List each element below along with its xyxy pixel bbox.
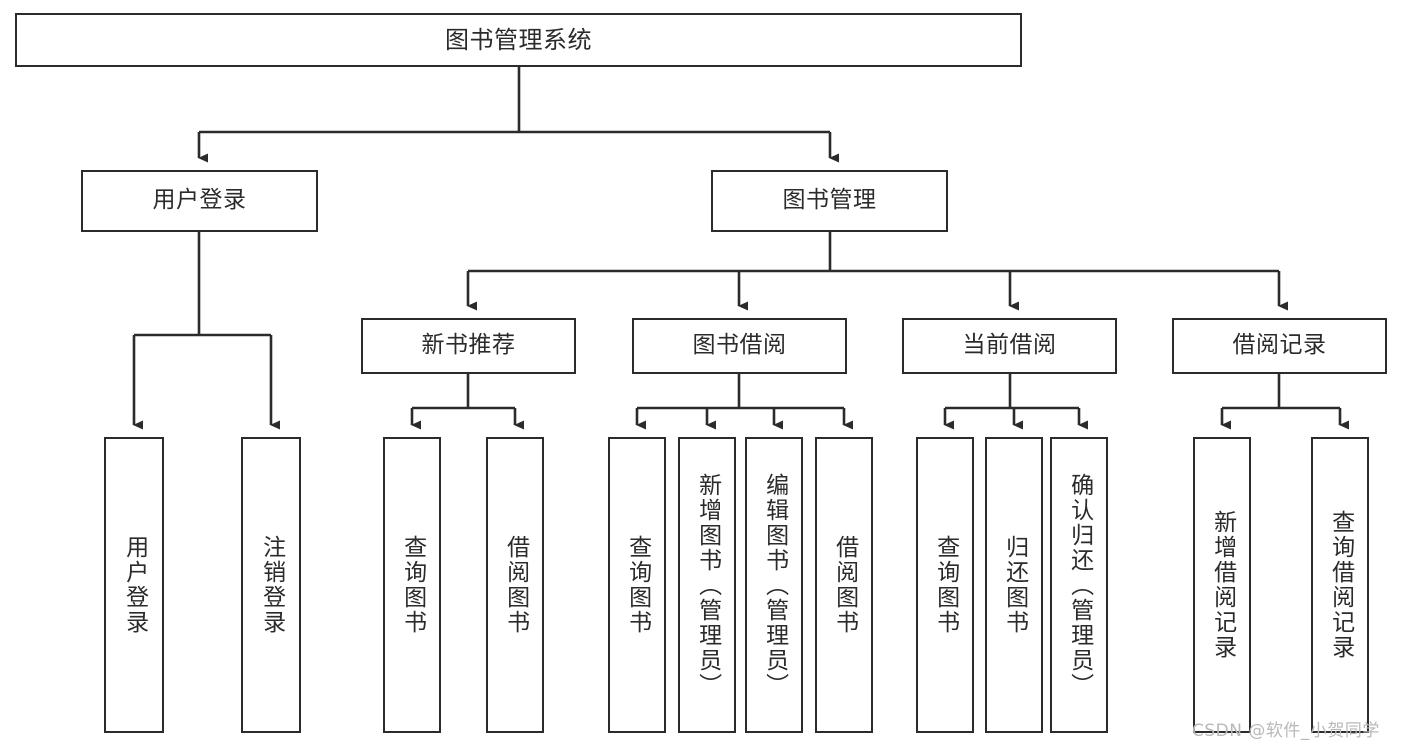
node-label: 图书管理 — [782, 187, 877, 214]
node-label: 归还图书 — [1001, 535, 1028, 635]
node-label: 查询图书 — [932, 535, 959, 635]
node-leaf-query-book-3[interactable]: 查询图书 — [916, 437, 974, 733]
node-leaf-query-book-1[interactable]: 查询图书 — [383, 437, 441, 733]
node-leaf-add-book[interactable]: 新增图书（管理员） — [678, 437, 736, 733]
node-label: 图书管理系统 — [445, 25, 592, 54]
node-label: 编辑图书（管理员） — [761, 472, 788, 698]
node-label: 查询借阅记录 — [1327, 510, 1354, 660]
node-label: 确认归还（管理员） — [1066, 472, 1093, 698]
node-label: 注销登录 — [258, 535, 285, 635]
node-label: 借阅图书 — [831, 535, 858, 635]
node-leaf-confirm-return[interactable]: 确认归还（管理员） — [1050, 437, 1108, 733]
node-leaf-query-record[interactable]: 查询借阅记录 — [1311, 437, 1369, 733]
node-root-library-management-system[interactable]: 图书管理系统 — [15, 13, 1022, 67]
node-leaf-query-book-2[interactable]: 查询图书 — [608, 437, 666, 733]
node-label: 当前借阅 — [962, 332, 1057, 359]
node-book-borrow[interactable]: 图书借阅 — [632, 318, 847, 374]
csdn-watermark: CSDN @软件_小贺同学 — [1192, 721, 1380, 741]
node-leaf-edit-book[interactable]: 编辑图书（管理员） — [745, 437, 803, 733]
node-leaf-user-login[interactable]: 用户登录 — [104, 437, 164, 733]
node-label: 用户登录 — [121, 535, 148, 635]
node-label: 借阅记录 — [1232, 332, 1327, 359]
node-label: 新增借阅记录 — [1209, 510, 1236, 660]
node-user-login[interactable]: 用户登录 — [81, 170, 318, 232]
node-label: 查询图书 — [399, 535, 426, 635]
node-label: 图书借阅 — [692, 332, 787, 359]
node-current-borrow[interactable]: 当前借阅 — [902, 318, 1117, 374]
node-label: 新书推荐 — [421, 332, 516, 359]
node-leaf-return-book[interactable]: 归还图书 — [985, 437, 1043, 733]
node-label: 借阅图书 — [502, 535, 529, 635]
node-label: 用户登录 — [152, 187, 247, 214]
node-label: 新增图书（管理员） — [694, 472, 721, 698]
node-borrow-record[interactable]: 借阅记录 — [1172, 318, 1387, 374]
node-leaf-borrow-book-2[interactable]: 借阅图书 — [815, 437, 873, 733]
node-new-book-recommend[interactable]: 新书推荐 — [361, 318, 576, 374]
node-leaf-logout-login[interactable]: 注销登录 — [241, 437, 301, 733]
node-label: 查询图书 — [624, 535, 651, 635]
node-leaf-add-record[interactable]: 新增借阅记录 — [1193, 437, 1251, 733]
node-book-manage[interactable]: 图书管理 — [711, 170, 948, 232]
node-leaf-borrow-book-1[interactable]: 借阅图书 — [486, 437, 544, 733]
